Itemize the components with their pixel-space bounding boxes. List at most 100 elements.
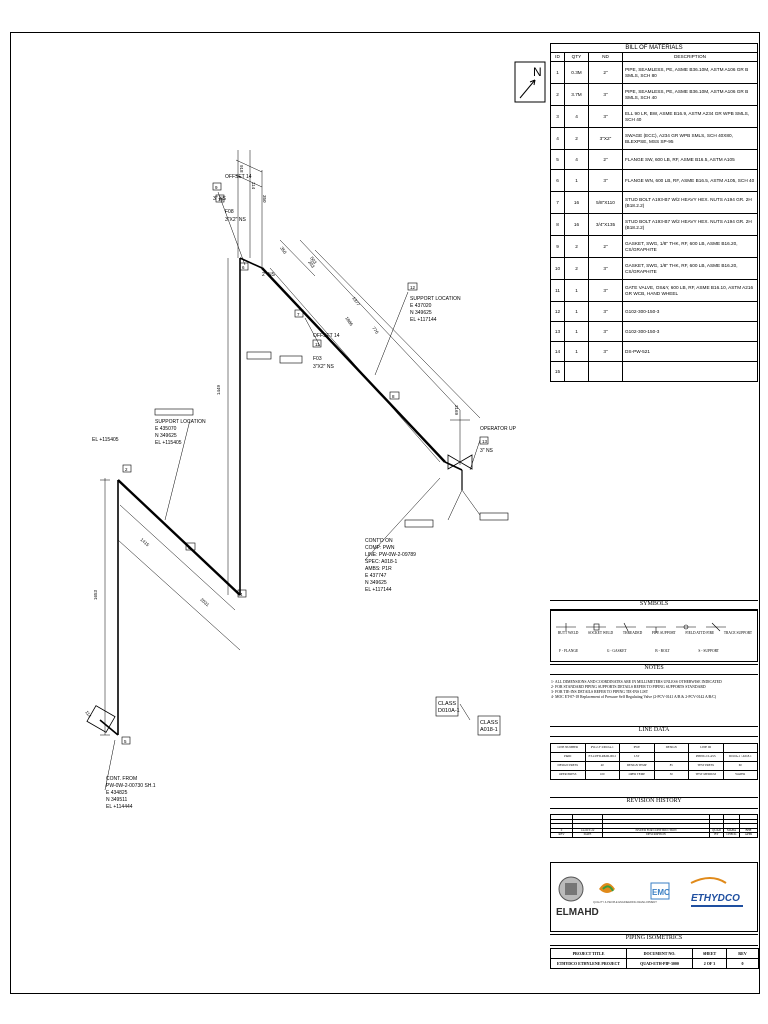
emc-logo: EMC <box>650 882 670 900</box>
iso-support-left-2: N 349625 <box>155 433 177 439</box>
iso-class1-label: CLASS <box>438 701 456 707</box>
elmahd-logo: ELMAHD <box>556 876 599 918</box>
bom-header-id: ID <box>550 52 565 62</box>
notes-list: 1- ALL DIMENSIONS AND COORDINATES ARE IN… <box>551 680 756 700</box>
logo-emc: EMC <box>652 888 670 897</box>
iso-contd-2: LINE: PW-0W-2-09789 <box>365 552 416 558</box>
bom-header-qty: QTY <box>564 52 589 62</box>
line-data-cell: ET-2-PFD-P&ID-0012 <box>584 752 620 762</box>
line-data-cell: OPER TEMP <box>619 770 655 780</box>
project-title-label: PROJECT TITLE <box>550 948 627 959</box>
tag-7: 7 <box>297 312 300 317</box>
line-data-cell: PIPING CLASS <box>688 752 724 762</box>
bom-qty: 4 <box>564 105 589 128</box>
revision-title: REVISION HISTORY <box>550 797 758 809</box>
line-data-title: LINE DATA <box>550 726 758 737</box>
bom-nd: 3" <box>588 105 623 128</box>
line-data-cell: PW-2-3"-D010A-1 <box>584 743 620 753</box>
iso-support-left-0: SUPPORT LOCATION <box>155 419 206 425</box>
bom-id: 2 <box>550 83 565 106</box>
bom-id: 7 <box>550 191 565 214</box>
dim-918: 918 <box>239 165 244 173</box>
rev-header-date: DATE <box>572 832 603 838</box>
pipe-diagonal-upper <box>261 267 446 463</box>
line-data-cell: LINE ID <box>688 743 724 753</box>
symbol-threaded: THREADED <box>622 631 643 635</box>
bom-id: 4 <box>550 127 565 150</box>
bom-id: 6 <box>550 169 565 192</box>
iso-ns2: 2" NS <box>262 272 276 278</box>
iso-class2-value: A018-1 <box>480 727 498 733</box>
dim-114: 114 <box>251 182 256 190</box>
bom-qty: 2 <box>564 257 589 280</box>
notes-title: NOTES <box>550 664 758 675</box>
dim-203: 203 <box>307 260 316 269</box>
dim-350a: 350 <box>262 195 267 203</box>
bom-id: 8 <box>550 213 565 236</box>
bom-qty: 1 <box>564 321 589 342</box>
iso-operator-ns: 3" NS <box>480 448 494 454</box>
line-data-cell: LINE NUMBER <box>550 743 586 753</box>
iso-class1-value: D010A-1 <box>438 708 460 714</box>
bom-nd: 3" <box>588 341 623 362</box>
logo-qped: QUALITY & PEOPLE ENGINEERING DEVELOPMENT <box>593 900 657 904</box>
bom-nd: 2" <box>588 61 623 84</box>
dim-1377: 1377 <box>351 296 361 307</box>
line-data-cell: DESIGN <box>653 743 689 753</box>
dim-1415: 1415 <box>139 537 150 548</box>
title-block-table: PROJECT TITLE DOCUMENT NO. SHEET REV ETH… <box>550 948 759 969</box>
bom-desc: GASKET, SWG, 1/8" THK, RF, 600 LB, ASME … <box>622 257 758 280</box>
rev-value: 0 <box>726 958 759 969</box>
ethydco-logo: ETHYDCO <box>690 877 743 907</box>
bom-id: 11 <box>550 279 565 302</box>
bom-id: 12 <box>550 301 565 322</box>
project-title: ETHYDCO ETHYLENE PROJECT <box>550 958 627 969</box>
bom-qty: 1 <box>564 279 589 302</box>
symbol-pipe-support: PIPE SUPPORT <box>651 631 676 635</box>
bom-nd: 2" <box>588 235 623 258</box>
line-data-cell: LST <box>619 752 655 762</box>
iso-operator: OPERATOR UP <box>480 426 517 432</box>
tag-6: 6 <box>242 265 245 270</box>
line-data-cell: WATER <box>722 770 758 780</box>
line-data-cell: PWE <box>619 743 655 753</box>
bom-desc: PIPE, SEAMLESS, PE, ASME B36.10M, ASTM A… <box>622 61 758 84</box>
line-data-cell: P&ID <box>550 752 586 762</box>
line-data-cell: 50 <box>653 770 689 780</box>
iso-offset-mid: OFFSET 14 <box>313 333 340 339</box>
bom-nd: 3/4"X135 <box>588 213 623 236</box>
iso-contd-4: AMBS: P1R <box>365 566 392 572</box>
tag-11: 11 <box>315 342 320 347</box>
logo-row: ELMAHD QUALITY & PEOPLE ENGINEERING DEVE… <box>550 862 758 932</box>
iso-offset-top: OFFSET 14 <box>225 174 252 180</box>
bom-desc: ELL 90 LR, BW, ASME B16.9, ASTM A234 GR … <box>622 105 758 128</box>
tag-2: 2 <box>125 467 128 472</box>
iso-cont-from-4: EL +114444 <box>106 804 133 810</box>
bom-qty: 4 <box>564 149 589 170</box>
iso-swage-mid: 3"X2" NS <box>313 364 334 370</box>
dim-1886: 1886 <box>344 316 354 327</box>
iso-contd-1: COMP: PWN <box>365 545 395 551</box>
line-data-cell: D010A-1 / A018-1 <box>722 752 758 762</box>
bom-desc <box>622 361 758 382</box>
iso-cont-from-2: E 434825 <box>106 790 128 796</box>
line-data-cell: OPER PRESS <box>550 770 586 780</box>
north-arrow <box>519 79 536 99</box>
tag-4: 4 <box>240 592 243 597</box>
bom-qty: 0.3M <box>564 61 589 84</box>
bom-qty: 1 <box>564 301 589 322</box>
iso-cont-from-3: N 349511 <box>106 797 128 803</box>
iso-contd-7: EL +117144 <box>365 587 392 593</box>
tag-8: 8 <box>392 394 395 399</box>
